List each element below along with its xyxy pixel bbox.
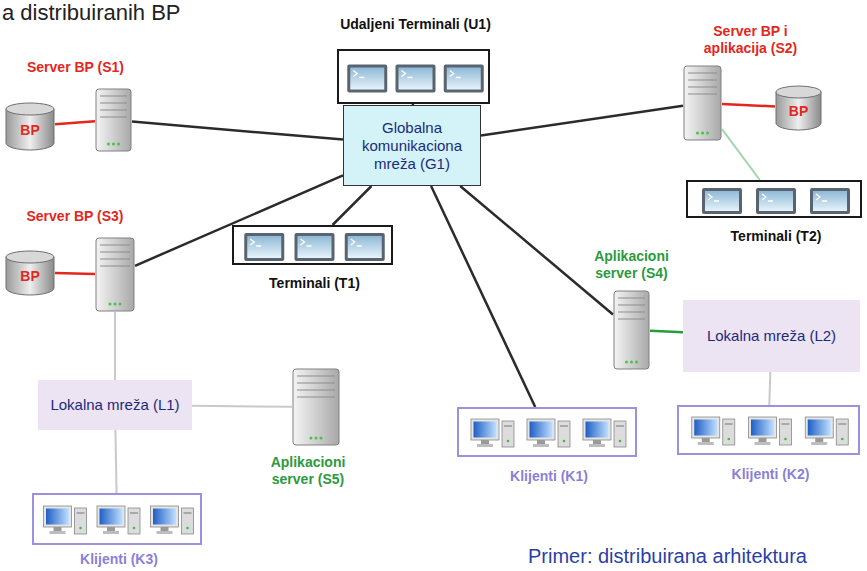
server: Server BP (S1): [95, 88, 132, 152]
server: Server BP (S3): [95, 237, 135, 312]
node-label: Server BP (S1): [27, 59, 124, 75]
connector: [55, 121, 95, 124]
label-holder: Aplikacioni server (S4): [574, 248, 689, 282]
server-icon: [95, 237, 135, 312]
terminal-group: Terminali (T1): [232, 225, 393, 265]
connector: [114, 312, 116, 380]
text-holder: BP: [5, 250, 55, 295]
connector: [722, 129, 760, 180]
connector: [481, 106, 683, 136]
server: Aplikacioni server (S5): [292, 368, 340, 446]
terminal-group: Terminali (T2): [686, 180, 862, 218]
label-holder: Aplikacioni server (S5): [251, 454, 366, 488]
text-holder: Lokalna mreža (L2): [683, 300, 860, 372]
database-label: BP: [14, 268, 45, 285]
terminal-icons: [339, 51, 492, 106]
label-holder: Udaljeni Terminali (U1): [340, 16, 491, 33]
client-icons: [679, 407, 862, 457]
connector: [722, 104, 775, 106]
text-holder: Lokalna mreža (L1): [38, 380, 191, 430]
server: Aplikacioni server (S4): [613, 290, 650, 370]
connector: [431, 186, 535, 407]
lan-box: Lokalna mreža (L2): [683, 300, 860, 372]
terminal-icons: [234, 227, 395, 267]
network-box: Globalna komunikaciona mreža (G1): [343, 105, 481, 186]
connector: [115, 430, 116, 493]
label-holder: Terminali (T2): [731, 228, 822, 245]
node-label: Server BP (S3): [27, 208, 124, 224]
text-holder: BP: [5, 102, 55, 150]
client-group: Klijenti (K1): [457, 407, 637, 457]
server-icon: [613, 290, 650, 370]
node-label: Udaljeni Terminali (U1): [340, 16, 491, 32]
database-label: BP: [14, 122, 45, 139]
node-label: Lokalna mreža (L1): [44, 396, 185, 414]
node-label: Lokalna mreža (L2): [701, 327, 842, 345]
label-holder: Server BP (S3): [27, 208, 124, 225]
text-holder: Globalna komunikaciona mreža (G1): [344, 106, 480, 185]
server: Server BP i aplikacija (S2): [683, 65, 722, 141]
text-holder: BP: [775, 85, 822, 130]
database: BP: [5, 250, 55, 295]
connector: [192, 405, 292, 408]
node-label: Globalna komunikaciona mreža (G1): [344, 119, 480, 173]
label-holder: Server BP (S1): [27, 59, 124, 76]
server-icon: [292, 368, 340, 446]
lan-box: Lokalna mreža (L1): [38, 380, 191, 430]
label-holder: Klijenti (K2): [732, 466, 810, 483]
label-holder: Server BP i aplikacija (S2): [692, 23, 810, 57]
terminal-icons: [688, 182, 864, 220]
node-label: Klijenti (K3): [80, 551, 158, 567]
terminal-group: Udaljeni Terminali (U1): [337, 49, 490, 104]
client-group: Klijenti (K3): [32, 493, 202, 545]
connector: [55, 272, 95, 275]
node-label: Aplikacioni server (S5): [271, 454, 346, 487]
caption: Primer: distribuirana arhitektura: [528, 545, 807, 568]
node-label: Klijenti (K1): [510, 468, 588, 484]
node-label: Terminali (T1): [269, 275, 360, 291]
client-icons: [34, 495, 204, 547]
label-holder: Klijenti (K1): [510, 468, 588, 485]
database: BP: [5, 102, 55, 150]
node-label: Aplikacioni server (S4): [594, 248, 669, 281]
node-label: Klijenti (K2): [732, 466, 810, 482]
server-icon: [95, 88, 132, 152]
title: a distribuiranih BP: [2, 0, 181, 26]
connector: [333, 186, 372, 225]
client-group: Klijenti (K2): [677, 405, 860, 455]
node-label: Server BP i aplikacija (S2): [704, 23, 797, 56]
database-label: BP: [783, 103, 814, 120]
server-icon: [683, 65, 722, 141]
connector: [650, 331, 683, 332]
connector: [132, 122, 343, 140]
label-holder: Terminali (T1): [269, 275, 360, 292]
connector: [769, 372, 770, 405]
client-icons: [459, 409, 639, 459]
database: BP: [775, 85, 822, 130]
node-label: Terminali (T2): [731, 228, 822, 244]
label-holder: Klijenti (K3): [80, 551, 158, 568]
